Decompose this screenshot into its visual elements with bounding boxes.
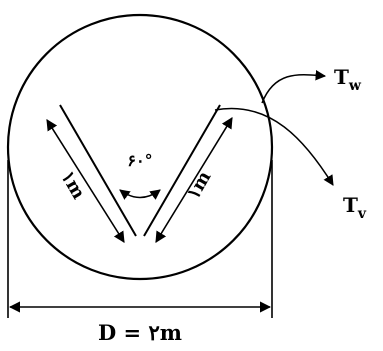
tv-leader-arrow	[214, 107, 334, 186]
right-plate	[143, 104, 221, 237]
left-length-arrow	[46, 119, 125, 243]
left-length-label: ۱m	[56, 168, 89, 203]
angle-label: ۶۰°	[127, 151, 152, 170]
tv-label: Tv	[343, 193, 367, 222]
cylinder-circle	[6, 13, 274, 281]
angle-arc	[119, 189, 161, 200]
diameter-label: D = ۲m	[98, 320, 182, 345]
right-length-arrow	[155, 117, 233, 243]
tw-leader-arrow	[261, 70, 327, 104]
right-length-label: ۱m	[183, 168, 216, 203]
tw-label: Tw	[334, 65, 362, 94]
